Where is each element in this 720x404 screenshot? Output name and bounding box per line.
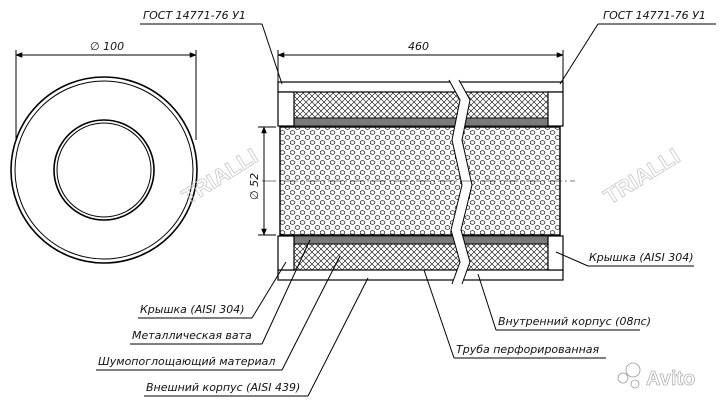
avito-dot-3 (630, 379, 640, 389)
absorbing-leader (281, 255, 341, 371)
absorbing-material-top (293, 91, 549, 119)
avito-logo: Avito (617, 362, 696, 390)
label-outer-casing: Внешний корпус (AISI 439) (146, 381, 300, 394)
break-gap (449, 80, 472, 284)
metal-wool-bottom (293, 235, 549, 245)
std-right-leader (559, 23, 599, 85)
outer-casing-bottom (277, 269, 564, 281)
avito-dot-2 (625, 362, 641, 378)
cap-right-leader (555, 251, 589, 267)
absorbing-material-bottom (293, 243, 549, 271)
standard-top-right: ГОСТ 14771-76 У1 (603, 9, 706, 22)
metal-wool-leader (261, 239, 311, 345)
inner-pipe-circle (53, 119, 155, 221)
end-cap-bottom-right (547, 235, 564, 271)
std-left-leader (261, 23, 283, 85)
left-callouts: Крышка (AISI 304) Металлическая вата Шум… (96, 239, 369, 397)
label-perforated-pipe: Труба перфорированная (456, 343, 600, 356)
inner-casing-leader (477, 273, 497, 331)
dim-length: 460 (408, 40, 429, 53)
avito-dot-1 (617, 372, 629, 384)
section-view: ∅ 52 460 (248, 40, 575, 285)
break-line-right (458, 79, 473, 285)
end-cap-top-right (547, 91, 564, 127)
weld-standard-callouts: ГОСТ 14771-76 У1 ГОСТ 14771-76 У1 (140, 9, 716, 85)
label-cap-right: Крышка (AISI 304) (589, 251, 694, 264)
outer-casing-top (277, 81, 564, 93)
cap-left-leader (251, 261, 287, 319)
dim-outer-diameter: ∅ 100 (90, 40, 124, 53)
metal-wool-top (293, 117, 549, 127)
standard-top-left: ГОСТ 14771-76 У1 (143, 9, 246, 22)
label-absorbing-material: Шумопоглощающий материал (98, 355, 275, 368)
outer-casing-circle (10, 76, 198, 264)
end-view: ∅ 100 (10, 40, 198, 264)
outer-casing-leader (307, 277, 369, 397)
break-line-left (448, 79, 463, 285)
label-cap-left: Крышка (AISI 304) (140, 303, 245, 316)
label-inner-casing: Внутренний корпус (08пс) (498, 315, 651, 328)
inner-pipe-inner-circle (56, 122, 152, 218)
right-callouts: Крышка (AISI 304) Внутренний корпус (08п… (423, 251, 694, 359)
outer-casing-inner-circle (14, 80, 194, 260)
end-cap-top-left (277, 91, 295, 127)
avito-watermark: Avito (646, 368, 695, 390)
label-metal-wool: Металлическая вата (132, 329, 252, 342)
end-cap-bottom-left (277, 235, 295, 271)
perforated-leader (423, 269, 455, 359)
dim-inner-diameter: ∅ 52 (248, 173, 261, 200)
brand-watermark-right: TRIALLI (599, 143, 684, 209)
